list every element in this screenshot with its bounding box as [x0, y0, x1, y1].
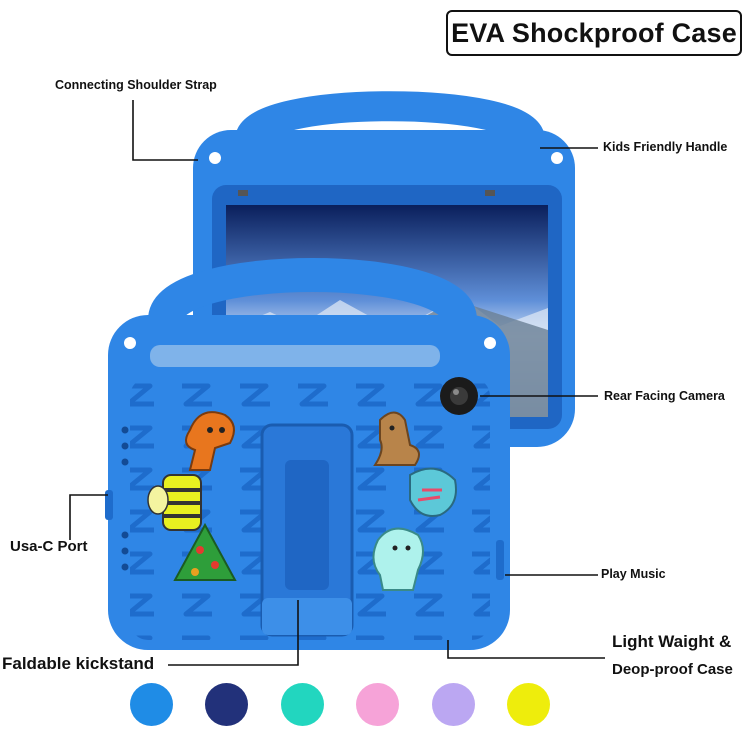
swatch-blue[interactable]: [130, 683, 173, 726]
hippo-sticker: [372, 527, 424, 591]
color-swatches: [130, 683, 550, 727]
kangaroo-sticker: [373, 411, 420, 466]
elephant-sticker: [409, 467, 457, 517]
callout-lines: [69, 100, 605, 666]
swatch-teal[interactable]: [280, 683, 324, 726]
swatch-yellow[interactable]: [506, 683, 550, 726]
swatch-pink[interactable]: [356, 683, 400, 726]
tree-sticker: [173, 522, 237, 581]
usb-port-callout: Usa-C Port: [10, 538, 88, 555]
play-music-callout: Play Music: [601, 567, 666, 581]
front-case: [105, 258, 510, 650]
lightweight-callout-line1: Light Waight &: [612, 632, 732, 651]
swatch-lavender[interactable]: [431, 683, 475, 726]
product-title: EVA Shockproof Case: [446, 10, 742, 56]
lightweight-callout-line2: Deop-proof Case: [612, 661, 733, 678]
bee-sticker: [147, 474, 202, 531]
swatch-navy[interactable]: [205, 683, 249, 726]
shoulder-strap-callout: Connecting Shoulder Strap: [55, 78, 217, 92]
handle-callout: Kids Friendly Handle: [603, 140, 728, 154]
camera-callout: Rear Facing Camera: [604, 389, 725, 403]
kickstand-callout: Faldable kickstand: [2, 654, 155, 673]
kickstand: [260, 423, 354, 637]
fox-sticker: [185, 411, 235, 471]
